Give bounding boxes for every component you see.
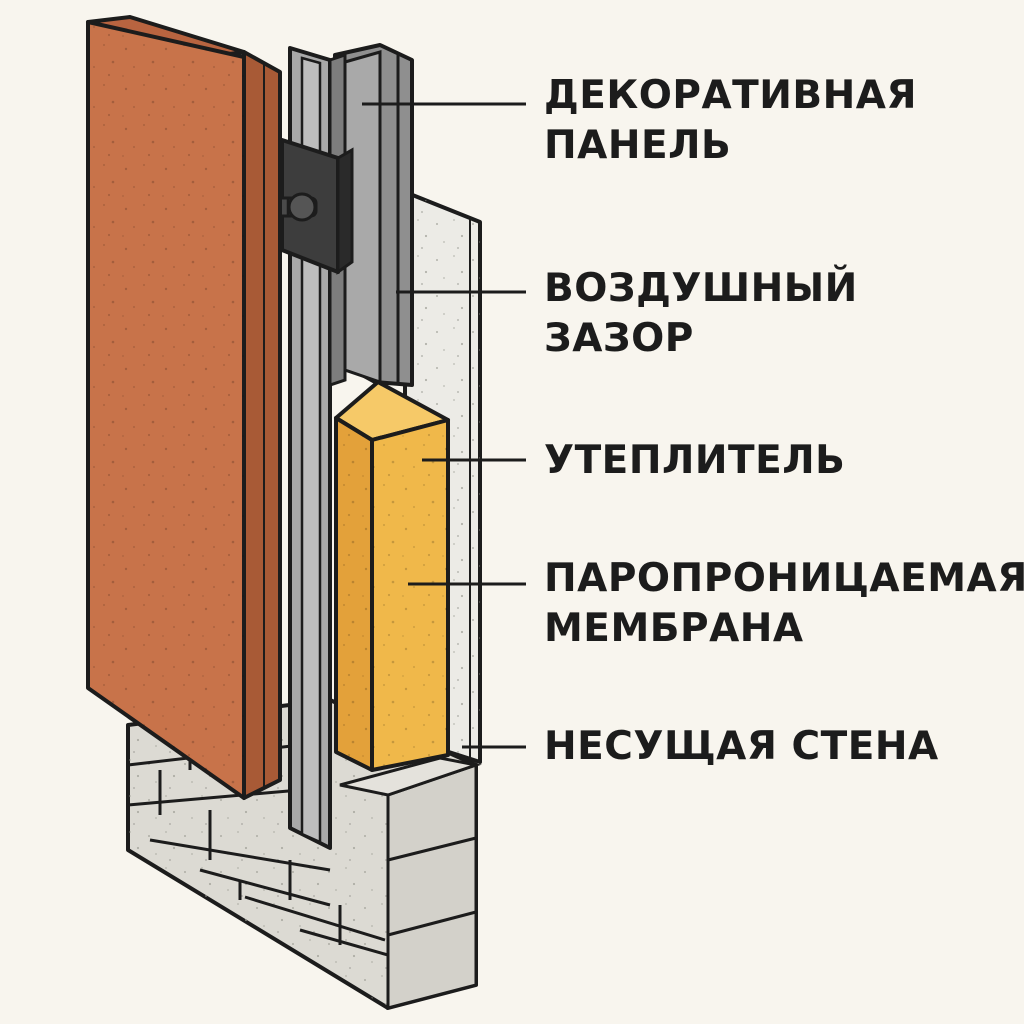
label-decorative-panel-line-2: ПАНЕЛЬ — [544, 123, 732, 168]
label-decorative-panel-line-1: ДЕКОРАТИВНАЯ — [544, 73, 917, 118]
insulation-block — [334, 380, 450, 772]
label-membrane: ПАРОПРОНИЦАЕМАЯ МЕМБРАНА — [544, 554, 1024, 654]
label-decorative-panel: ДЕКОРАТИВНАЯ ПАНЕЛЬ — [544, 71, 917, 171]
decorative-panel — [86, 15, 282, 800]
label-air-gap-line-1: ВОЗДУШНЫЙ — [544, 266, 858, 311]
fixing-bracket — [262, 138, 354, 275]
label-bearing-wall-line-1: НЕСУЩАЯ СТЕНА — [544, 724, 939, 769]
label-bearing-wall: НЕСУЩАЯ СТЕНА — [544, 722, 939, 772]
label-membrane-line-1: ПАРОПРОНИЦАЕМАЯ — [544, 556, 1024, 601]
leader-lines — [362, 102, 526, 749]
label-air-gap-line-2: ЗАЗОР — [544, 316, 694, 361]
label-membrane-line-2: МЕМБРАНА — [544, 606, 804, 651]
label-insulation-line-1: УТЕПЛИТЕЛЬ — [544, 438, 846, 483]
label-air-gap: ВОЗДУШНЫЙ ЗАЗОР — [544, 264, 858, 364]
label-insulation: УТЕПЛИТЕЛЬ — [544, 436, 845, 486]
rear-profile — [333, 43, 414, 387]
